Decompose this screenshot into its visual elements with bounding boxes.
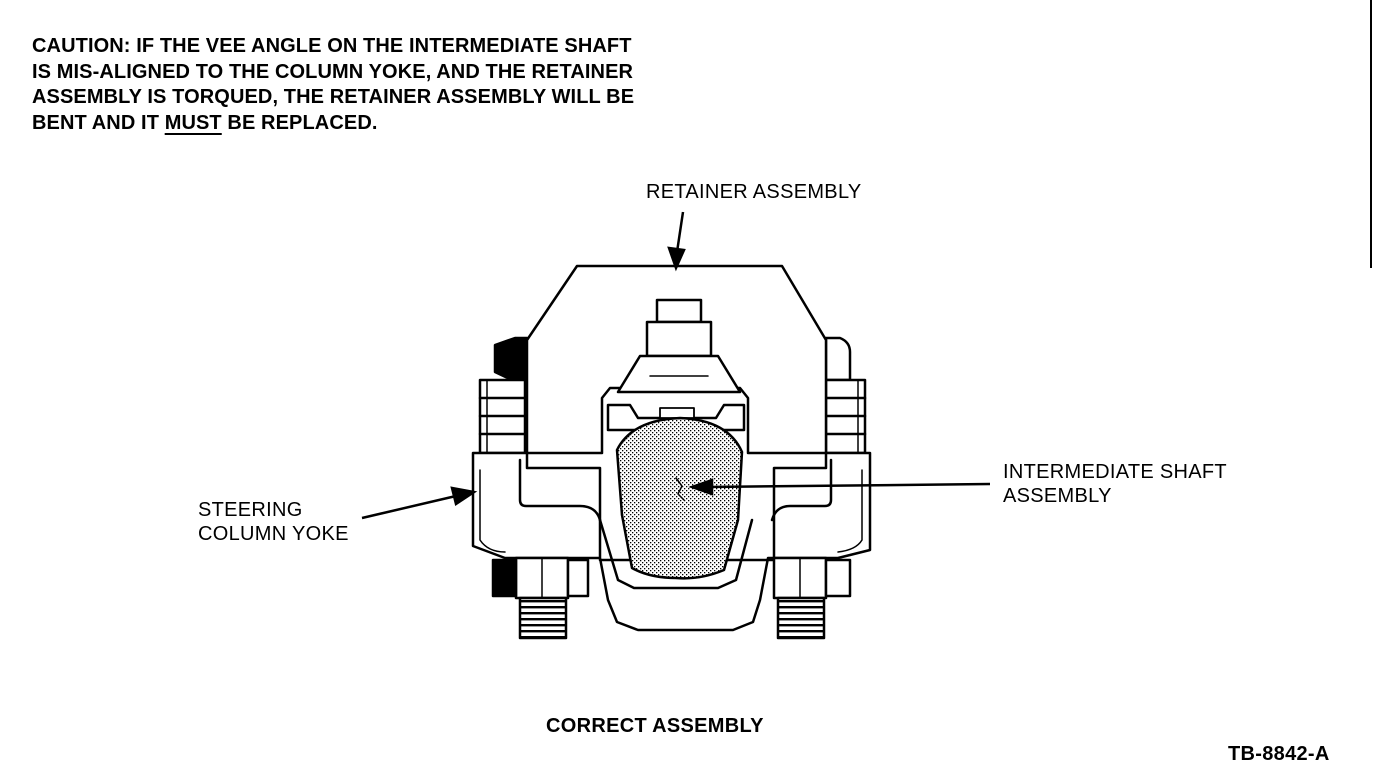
steering-column-yoke-label: STEERING COLUMN YOKE bbox=[198, 498, 349, 546]
right-nut bbox=[772, 556, 852, 600]
shaft-label-line-2: ASSEMBLY bbox=[1003, 485, 1112, 507]
page-edge-rule bbox=[1370, 0, 1372, 268]
shaft-leader-line bbox=[707, 482, 991, 489]
caution-line-4-end: BE REPLACED. bbox=[221, 111, 378, 134]
yoke-vee-notch bbox=[598, 518, 754, 590]
steering-yoke-leader-arrowhead bbox=[450, 486, 478, 507]
shaft-leader-arrowhead bbox=[688, 478, 714, 496]
caution-line-4-start: BENT AND IT bbox=[32, 111, 165, 134]
yoke-left-face bbox=[518, 458, 602, 522]
right-threaded-stud bbox=[776, 596, 826, 640]
steering-label-line-1: STEERING bbox=[198, 499, 303, 521]
intermediate-shaft bbox=[615, 416, 744, 580]
shaft-label-line-1: INTERMEDIATE SHAFT bbox=[1003, 461, 1227, 483]
right-end-cap bbox=[824, 336, 852, 382]
left-threaded-stud bbox=[518, 596, 568, 640]
figure-caption: CORRECT ASSEMBLY bbox=[546, 715, 764, 737]
shaft-center-mark bbox=[675, 477, 685, 501]
left-nut bbox=[491, 556, 590, 600]
steering-yoke-leader-line bbox=[361, 494, 457, 520]
yoke-lower-left bbox=[479, 469, 506, 553]
retainer-leader-arrowhead bbox=[667, 246, 686, 272]
caution-line-1: CAUTION: IF THE VEE ANGLE ON THE INTERME… bbox=[32, 35, 632, 57]
retainer-assembly-label: RETAINER ASSEMBLY bbox=[646, 180, 862, 204]
steering-label-line-2: COLUMN YOKE bbox=[198, 523, 349, 545]
left-ear-block bbox=[478, 378, 527, 455]
caution-line-3: ASSEMBLY IS TORQUED, THE RETAINER ASSEMB… bbox=[32, 86, 635, 108]
retainer-bolt bbox=[616, 298, 742, 394]
intermediate-shaft-label: INTERMEDIATE SHAFT ASSEMBLY bbox=[1003, 460, 1227, 508]
caution-line-4: BENT AND IT MUST BE REPLACED. bbox=[32, 111, 634, 137]
retainer-leader-line bbox=[675, 211, 685, 253]
saddle-tab bbox=[659, 407, 695, 419]
left-end-cap bbox=[493, 336, 529, 382]
yoke-lower-right bbox=[837, 469, 863, 553]
caution-line-2: IS MIS-ALIGNED TO THE COLUMN YOKE, AND T… bbox=[32, 60, 634, 83]
right-ear-block bbox=[824, 378, 867, 455]
caution-note: CAUTION: IF THE VEE ANGLE ON THE INTERME… bbox=[32, 34, 634, 136]
steering-column-yoke bbox=[471, 451, 872, 632]
yoke-right-face bbox=[770, 458, 833, 522]
caution-emphasis: MUST bbox=[164, 111, 222, 134]
retainer-label-text: RETAINER ASSEMBLY bbox=[646, 181, 862, 203]
figure-id: TB-8842-A bbox=[1228, 743, 1330, 765]
